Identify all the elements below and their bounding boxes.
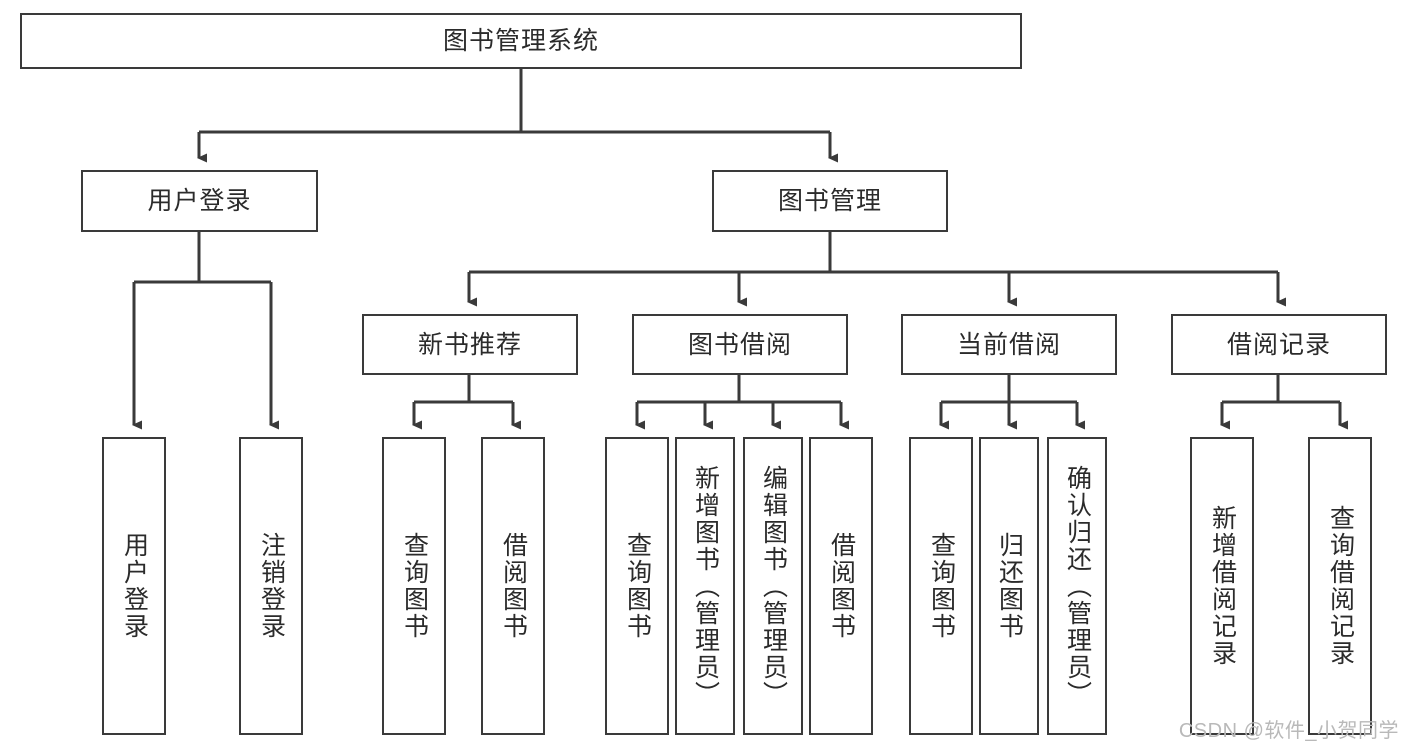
leaf-search-book-borrow[interactable]: 查询图书 <box>605 437 669 735</box>
node-label: 借阅图书 <box>827 532 856 640</box>
leaf-search-book-recommend[interactable]: 查询图书 <box>382 437 446 735</box>
node-current-borrow[interactable]: 当前借阅 <box>901 314 1117 375</box>
leaf-add-book-admin[interactable]: 新增图书（管理员） <box>675 437 735 735</box>
node-borrow-record[interactable]: 借阅记录 <box>1171 314 1387 375</box>
node-user-login[interactable]: 用户登录 <box>81 170 318 232</box>
node-new-book-recommend[interactable]: 新书推荐 <box>362 314 578 375</box>
node-label: 图书管理 <box>777 187 882 215</box>
node-label: 当前借阅 <box>956 330 1061 359</box>
leaf-borrow-book-recommend[interactable]: 借阅图书 <box>481 437 545 735</box>
leaf-confirm-return-admin[interactable]: 确认归还（管理员） <box>1047 437 1107 735</box>
node-label: 编辑图书（管理员） <box>759 464 788 708</box>
node-label: 借阅图书 <box>499 532 528 640</box>
node-label: 新增图书（管理员） <box>691 464 720 708</box>
node-label: 归还图书 <box>995 532 1024 640</box>
leaf-logout[interactable]: 注销登录 <box>239 437 303 735</box>
node-label: 新书推荐 <box>417 330 522 359</box>
node-label: 图书借阅 <box>687 330 792 359</box>
node-label: 注销登录 <box>257 532 286 640</box>
node-label: 查询借阅记录 <box>1326 505 1355 667</box>
leaf-return-book[interactable]: 归还图书 <box>979 437 1039 735</box>
leaf-search-borrow-record[interactable]: 查询借阅记录 <box>1308 437 1372 735</box>
leaf-add-borrow-record[interactable]: 新增借阅记录 <box>1190 437 1254 735</box>
node-label: 查询图书 <box>400 532 429 640</box>
node-book-management[interactable]: 图书管理 <box>712 170 948 232</box>
node-label: 查询图书 <box>927 532 956 640</box>
node-book-borrow[interactable]: 图书借阅 <box>632 314 848 375</box>
leaf-borrow-book[interactable]: 借阅图书 <box>809 437 873 735</box>
leaf-user-login[interactable]: 用户登录 <box>102 437 166 735</box>
node-label: 确认归还（管理员） <box>1063 464 1092 708</box>
watermark-csdn: CSDN @软件_小贺同学 <box>1178 720 1399 742</box>
node-label: 新增借阅记录 <box>1208 505 1237 667</box>
node-label: 用户登录 <box>147 187 252 215</box>
node-label: 图书管理系统 <box>442 27 599 55</box>
node-label: 查询图书 <box>623 532 652 640</box>
leaf-search-book-current[interactable]: 查询图书 <box>909 437 973 735</box>
node-label: 借阅记录 <box>1226 330 1331 359</box>
node-label: 用户登录 <box>120 532 149 640</box>
node-root-book-management-system[interactable]: 图书管理系统 <box>20 13 1022 69</box>
leaf-edit-book-admin[interactable]: 编辑图书（管理员） <box>743 437 803 735</box>
